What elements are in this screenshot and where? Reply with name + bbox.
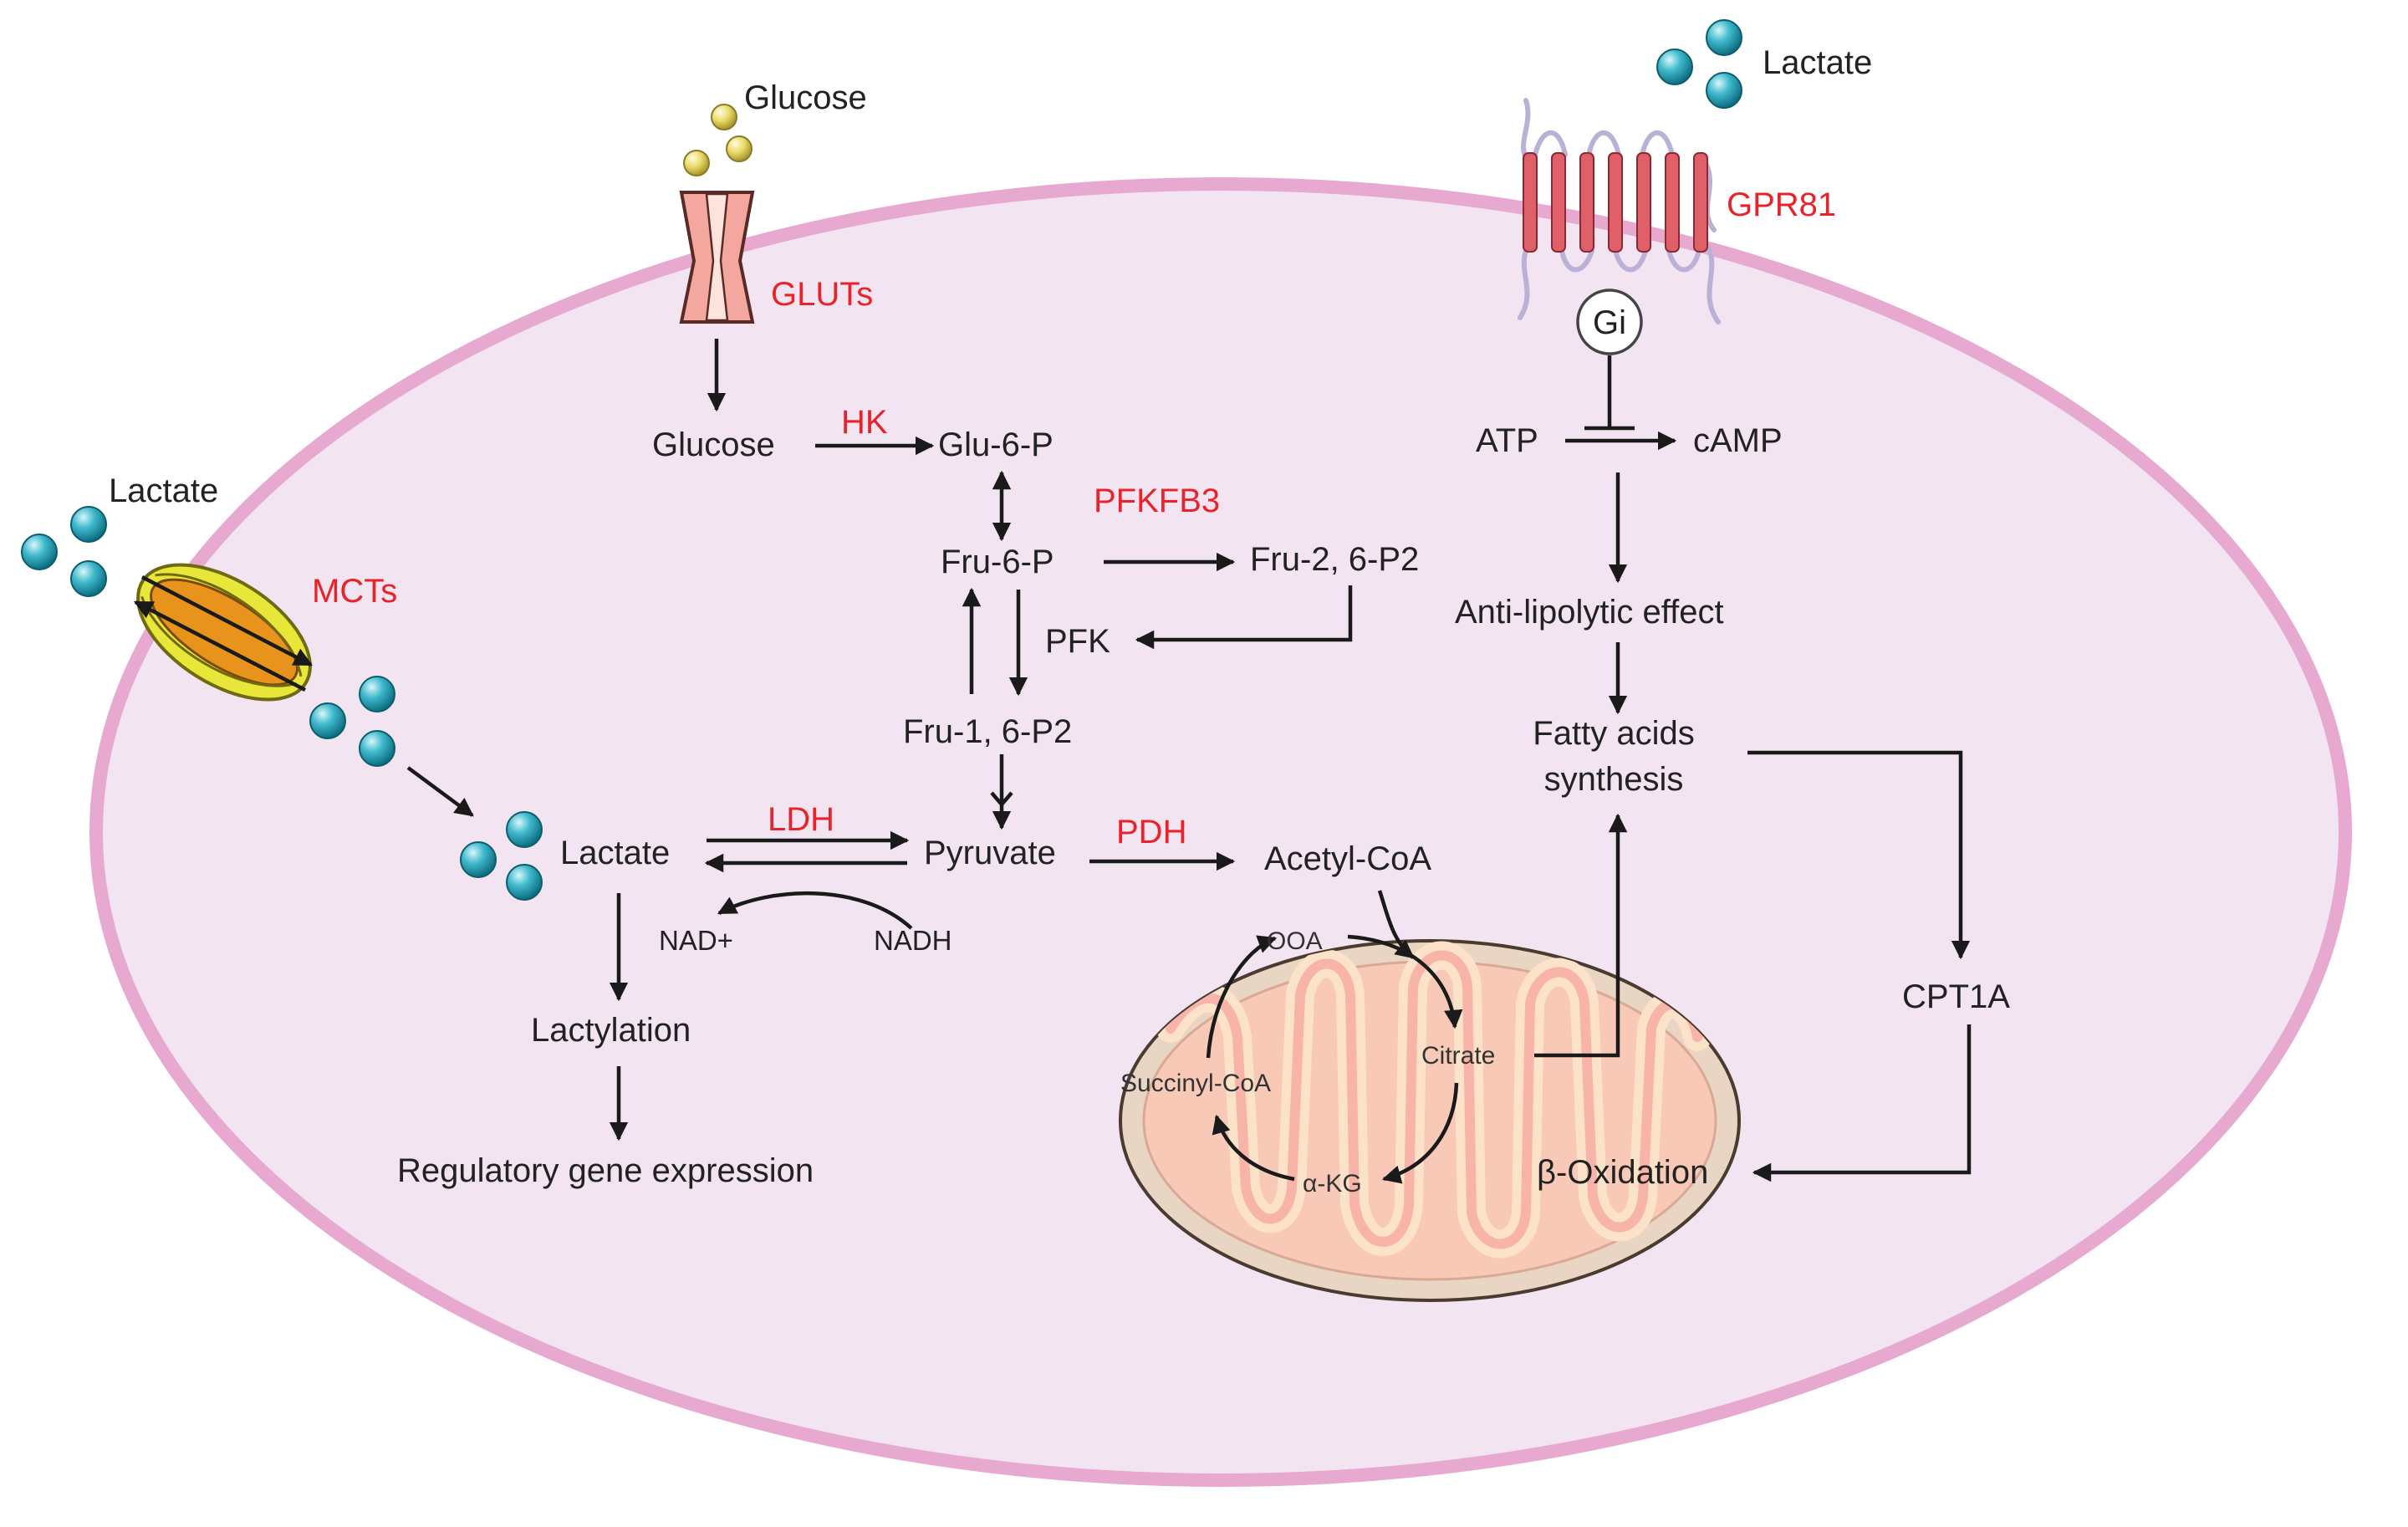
fatty-acids-label: Fatty acids — [1533, 715, 1694, 752]
camp-label: cAMP — [1693, 422, 1783, 459]
lactylation-label: Lactylation — [531, 1012, 691, 1049]
ooa-label: OOA — [1267, 927, 1323, 955]
fru26p2-label: Fru-2, 6-P2 — [1250, 541, 1419, 578]
arrow-citrate-to-fatty — [1534, 813, 1628, 1058]
lactate-intracellular-label: Lactate — [560, 835, 670, 871]
arrow-succinyl-to-ooa — [1206, 935, 1278, 1059]
glucose-intracellular-label: Glucose — [652, 426, 775, 463]
arrow-nadh-to-nadplus — [717, 891, 913, 930]
acetylcoa-label: Acetyl-CoA — [1264, 840, 1431, 877]
teal-sphere-cluster-icon — [21, 506, 107, 597]
glucose-transporter-channel-icon — [679, 191, 755, 324]
arrow-cpt1a-to-betaox — [1752, 1024, 1972, 1182]
gi-protein-circle-icon — [1576, 289, 1643, 355]
gi-label: Gi — [1593, 304, 1626, 341]
double-arrow-marker — [990, 791, 1013, 808]
lactate-external-top-label: Lactate — [1763, 44, 1872, 81]
arrow-ooa-to-citrate — [1347, 934, 1463, 1029]
mitochondrion-icon — [1119, 939, 1741, 1302]
fru6p-label: Fru-6-P — [941, 544, 1054, 580]
gpr81-label: GPR81 — [1727, 186, 1836, 223]
synthesis-label: synthesis — [1544, 761, 1684, 798]
fru16p2-label: Fru-1, 6-P2 — [903, 713, 1072, 750]
nadplus-label: NAD+ — [659, 925, 733, 956]
arrow-fru26p2-to-pfk — [1135, 585, 1353, 650]
glucose-external-label: Glucose — [744, 79, 867, 116]
mct-transport-arrow-in — [140, 575, 313, 666]
seven-transmembrane-receptor-icon — [1518, 98, 1721, 324]
nadh-label: NADH — [874, 925, 952, 956]
mct-transport-arrow-out — [134, 600, 307, 692]
cpt1a-label: CPT1A — [1902, 978, 2010, 1015]
cell-membrane — [89, 177, 2352, 1487]
pdh-label: PDH — [1116, 814, 1186, 850]
hk-label: HK — [841, 404, 888, 441]
arrow-fatty-to-cpt1a — [1747, 750, 1971, 960]
citrate-label: Citrate — [1421, 1042, 1495, 1070]
pyruvate-label: Pyruvate — [924, 835, 1056, 871]
arrow-citrate-to-akg — [1381, 1082, 1459, 1184]
pfkfb3-label: PFKFB3 — [1094, 483, 1220, 519]
pfk-label: PFK — [1045, 623, 1110, 660]
akg-label: α-KG — [1303, 1170, 1362, 1198]
arrow-uptake-to-lactate — [406, 766, 474, 817]
teal-sphere-cluster-icon — [1656, 19, 1742, 109]
atp-label: ATP — [1476, 422, 1538, 459]
antilipolytic-label: Anti-lipolytic effect — [1455, 594, 1724, 631]
gluts-label: GLUTs — [771, 276, 873, 313]
arrow-akg-to-succinyl — [1212, 1114, 1295, 1182]
succinyl-coa-label: Succinyl-CoA — [1120, 1070, 1271, 1097]
mcts-label: MCTs — [312, 573, 397, 610]
ldh-label: LDH — [768, 801, 834, 838]
glu6p-label: Glu-6-P — [938, 426, 1054, 463]
yellow-sphere-cluster-icon — [683, 104, 752, 176]
regulatory-gene-expression-label: Regulatory gene expression — [397, 1152, 814, 1189]
lactate-external-left-label: Lactate — [109, 472, 218, 509]
beta-oxidation-label: β-Oxidation — [1537, 1154, 1708, 1191]
